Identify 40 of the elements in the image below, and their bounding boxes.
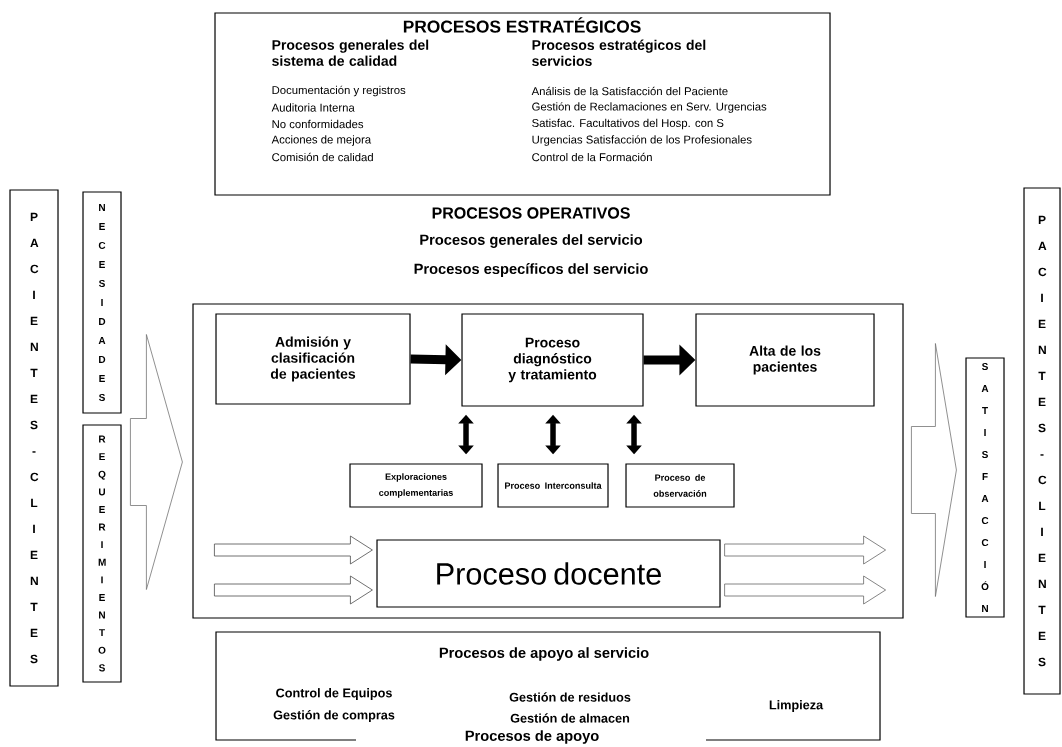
- list-item: Comisión de calidad: [272, 152, 373, 162]
- list-item: Análisis de la Satisfacción del Paciente: [531, 86, 728, 96]
- subprocess-box: Proceso de observación: [625, 463, 735, 508]
- process-box: Alta de los pacientes: [695, 313, 875, 407]
- block-arrow: [911, 343, 957, 597]
- hollow-arrow: [724, 575, 886, 605]
- list-item: Urgencias Satisfacción de los Profesionales: [532, 135, 752, 146]
- list-item: Gestión de compras: [273, 710, 395, 722]
- list-item: Acciones de mejora: [271, 135, 372, 146]
- list-item: Control de Equipos: [276, 688, 392, 700]
- list-item: Limpieza: [769, 700, 824, 712]
- list-item: No conformidades: [272, 119, 364, 129]
- section-heading: Procesos generales del servicio: [420, 234, 643, 248]
- vertical-label-box: NECESIDADES: [82, 191, 122, 414]
- vertical-label-box: PACIENTES-CLIENTES: [1023, 187, 1061, 695]
- process-box: Admisión y clasificación de pacientes: [215, 313, 411, 405]
- list-item: Gestión de Reclamaciones en Serv. Urgencias: [532, 102, 767, 113]
- panel-title: Procesos de apoyo: [465, 730, 599, 744]
- list-item: Gestión de almacen: [510, 713, 630, 723]
- list-item: Control de la Formación: [532, 152, 652, 162]
- section-heading: Procesos específicos del servicio: [414, 263, 648, 277]
- list-item: Gestión de residuos: [509, 692, 631, 702]
- column-heading: Procesos estratégicos del servicios: [532, 39, 706, 66]
- vertical-label-box: PACIENTES-CLIENTES: [9, 189, 59, 687]
- block-arrow: [130, 334, 183, 590]
- subprocess-box: Proceso Interconsulta: [497, 463, 609, 508]
- column-heading: Procesos generales del sistema de calidad: [272, 39, 429, 66]
- vertical-label-box: REQUERIMIENTOS: [82, 424, 122, 683]
- hollow-arrow: [214, 575, 373, 605]
- panel-title: PROCESOS ESTRATÉGICOS: [403, 17, 641, 33]
- teaching-process-box: Proceso docente: [376, 539, 721, 608]
- vertical-label-box: SATISFACCIÓN: [965, 357, 1005, 618]
- subprocess-box: Exploraciones complementarias: [349, 463, 483, 508]
- list-item: Documentación y registros: [272, 85, 406, 97]
- hollow-arrow: [214, 535, 373, 565]
- hollow-arrow: [724, 535, 886, 565]
- list-item: Satisfac. Facultativos del Hosp. con S: [532, 118, 724, 130]
- panel-title: Procesos de apoyo al servicio: [439, 647, 649, 661]
- list-item: Auditoria Interna: [271, 103, 355, 112]
- process-box: Proceso diagnóstico y tratamiento: [461, 313, 644, 407]
